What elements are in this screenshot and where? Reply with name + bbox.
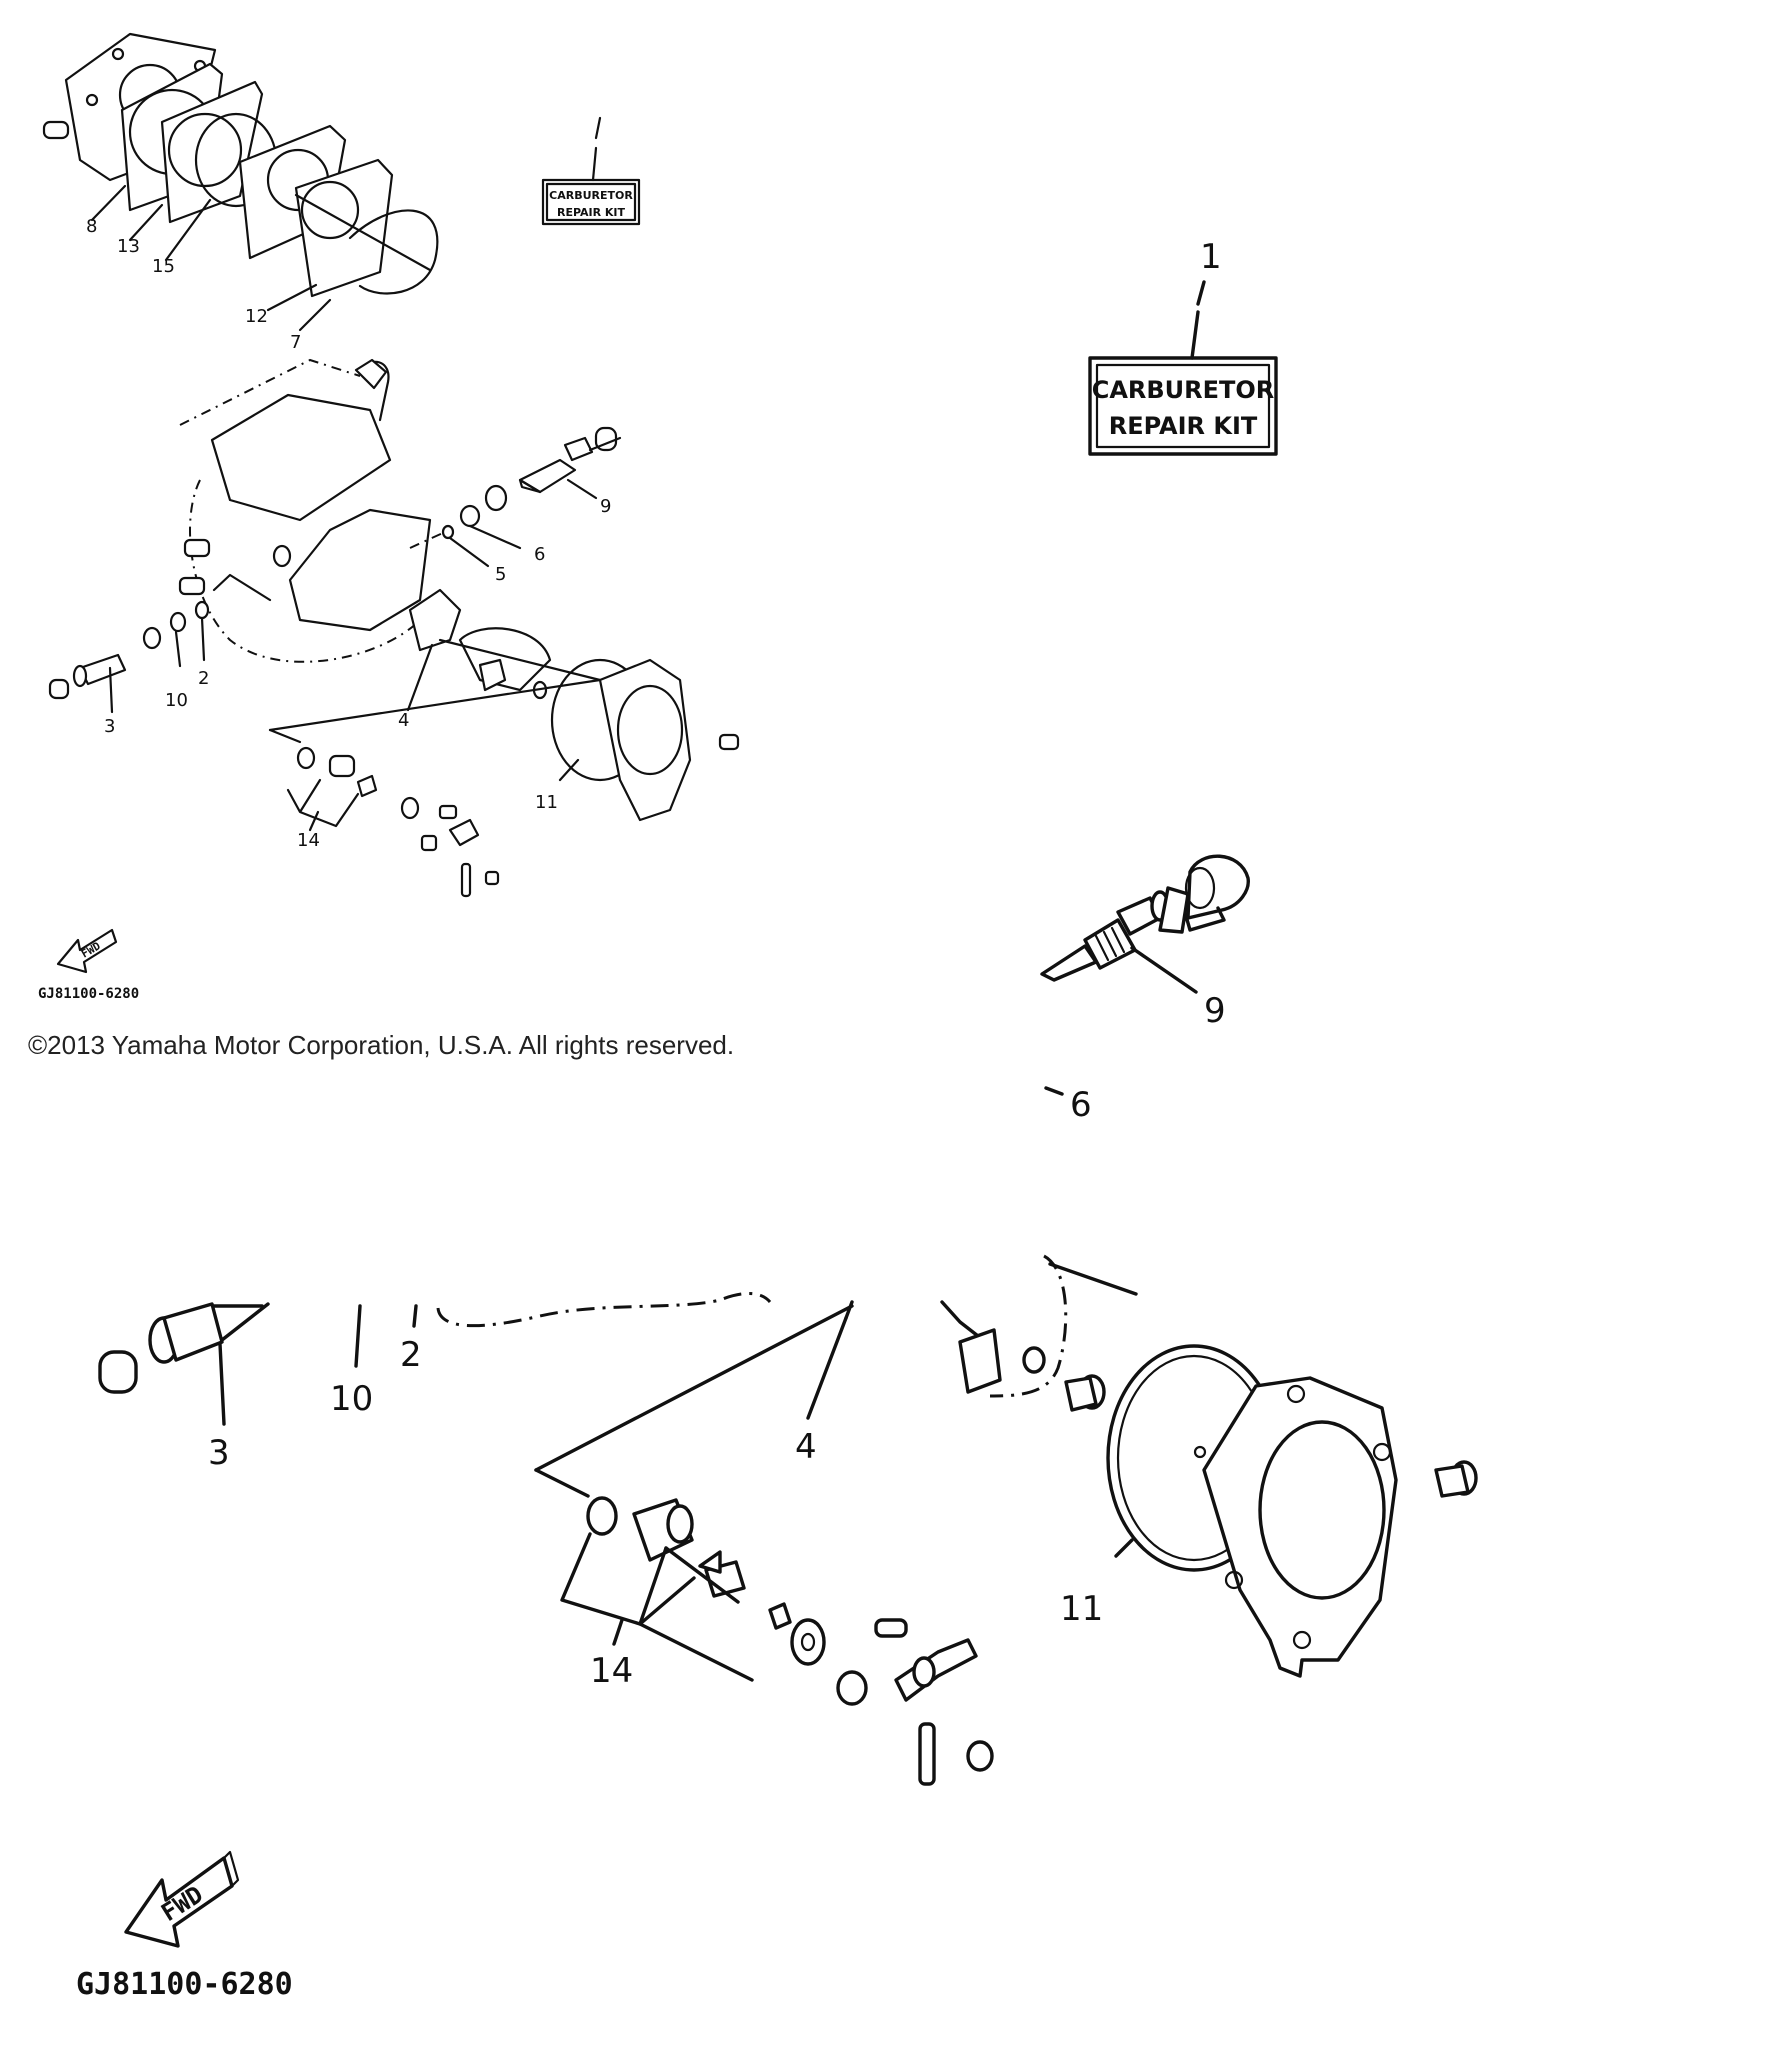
callout-4: 4	[398, 710, 409, 731]
zoom-callout-4: 4	[795, 1427, 817, 1467]
pilot-screw-overview	[48, 600, 210, 714]
copyright-notice: ©2013 Yamaha Motor Corporation, U.S.A. A…	[28, 1030, 735, 1060]
zoom-callout-11: 11	[1060, 1589, 1103, 1629]
needle-valve-overview	[518, 426, 622, 500]
callout-5: 5	[495, 564, 506, 585]
callout-10: 10	[165, 690, 188, 711]
kit-label-overview: CARBURETOR REPAIR KIT	[541, 116, 641, 226]
zoom-callout-9: 9	[1204, 991, 1226, 1031]
zoom-kit-label: 1 CARBURETOR REPAIR KIT	[1088, 237, 1278, 456]
overview-callouts: 8 13 15 12 7 9 6 5 2 10 3 4 11 14	[86, 216, 611, 851]
callout-15: 15	[152, 256, 175, 277]
zoom-callout-3: 3	[208, 1433, 230, 1473]
callout-3: 3	[104, 716, 115, 737]
callout-14: 14	[297, 830, 320, 851]
zoom-kit-line2: REPAIR KIT	[1109, 412, 1258, 440]
kit-label-overview-line1: CARBURETOR	[549, 189, 633, 202]
zoom-lower-section: 3 10 2 4 11	[98, 1254, 1478, 1786]
callout-11: 11	[535, 792, 558, 813]
callout-6: 6	[534, 544, 545, 565]
zoom-callout-14: 14	[590, 1651, 633, 1691]
fwd-arrow-zoom-icon: FWD	[124, 1850, 240, 1948]
callout-7: 7	[290, 332, 301, 353]
zoom-pilot-screw: 3	[98, 1302, 270, 1473]
zoom-needle-valve: 9 6	[1040, 854, 1250, 1125]
jet-set-overview	[268, 678, 602, 898]
callout-8: 8	[86, 216, 97, 237]
carburetor-body	[178, 358, 432, 663]
callout-9: 9	[600, 496, 611, 517]
gasket-stack	[42, 32, 439, 298]
zoom-callout-6: 6	[1070, 1085, 1092, 1125]
overview-diagram: CARBURETOR REPAIR KIT 8 13 15 12 7 9 6 5…	[38, 32, 740, 1002]
zoom-jet-set: 14	[534, 1468, 994, 1786]
zoom-callout-10: 10	[330, 1379, 373, 1419]
kit-label-overview-line2: REPAIR KIT	[557, 206, 626, 219]
callout-13: 13	[117, 236, 140, 257]
zoom-kit-line1: CARBURETOR	[1092, 376, 1275, 404]
callout-2: 2	[198, 668, 209, 689]
callout-12: 12	[245, 306, 268, 327]
diagram-code-zoom: GJ81100-6280	[76, 1967, 293, 2002]
zoom-callout-1: 1	[1200, 237, 1222, 277]
diagram-code-overview: GJ81100-6280	[38, 986, 139, 1002]
zoom-callout-2: 2	[400, 1335, 422, 1375]
fwd-arrow-overview-icon: FWD	[56, 928, 118, 974]
